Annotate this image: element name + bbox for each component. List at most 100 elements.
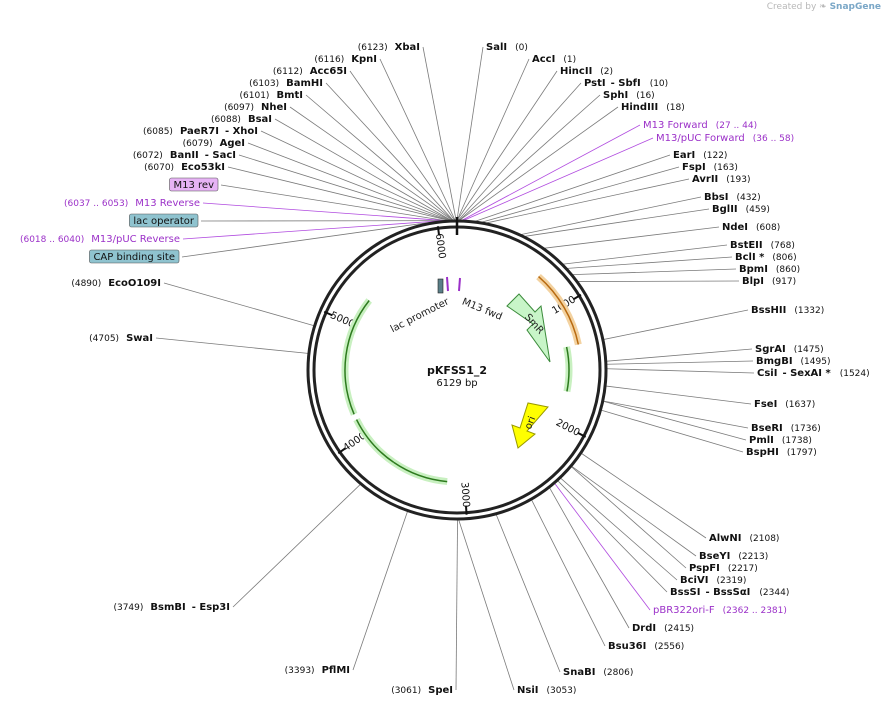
enzyme-site-snabi[interactable]: SnaBI(2806) bbox=[563, 667, 633, 678]
enzyme-site-bamhi[interactable]: BamHI(6103) bbox=[249, 78, 323, 89]
enzyme-site-pspfi[interactable]: PspFI(2217) bbox=[689, 563, 758, 574]
site-name: Acc65I bbox=[310, 66, 347, 77]
enzyme-site-nhei[interactable]: NheI(6097) bbox=[224, 102, 287, 113]
enzyme-site-bglii[interactable]: BglII(459) bbox=[712, 204, 770, 215]
lac-promoter-marker[interactable] bbox=[437, 278, 444, 294]
enzyme-site-bmgbi[interactable]: BmgBI(1495) bbox=[756, 356, 830, 367]
enzyme-site-psti[interactable]: PstI- SbfI(10) bbox=[584, 78, 668, 89]
enzyme-site-m13-rev[interactable]: M13 rev bbox=[169, 177, 219, 192]
leader-line-bmgbi bbox=[606, 360, 754, 365]
enzyme-site-pbr322ori-f[interactable]: pBR322ori-F(2362 .. 2381) bbox=[653, 605, 787, 616]
enzyme-site-bseri[interactable]: BseRI(1736) bbox=[751, 423, 821, 434]
enzyme-site-kpni[interactable]: KpnI(6116) bbox=[314, 54, 377, 65]
tick-3000 bbox=[464, 505, 468, 515]
site-name: DrdI bbox=[632, 623, 656, 634]
enzyme-site-eari[interactable]: EarI(122) bbox=[673, 150, 727, 161]
site-extra: - SexAI * bbox=[782, 368, 831, 379]
leader-line-pflmi bbox=[352, 511, 408, 671]
leader-line-m13-reverse bbox=[202, 202, 445, 221]
site-name: AlwNI bbox=[709, 533, 742, 544]
site-name: SgrAI bbox=[755, 344, 786, 355]
enzyme-site-blpi[interactable]: BlpI(917) bbox=[742, 276, 796, 287]
enzyme-site-xbai[interactable]: XbaI(6123) bbox=[358, 42, 420, 53]
site-position: (1637) bbox=[785, 400, 815, 410]
ori-arrow[interactable] bbox=[511, 402, 549, 449]
enzyme-site-acci[interactable]: AccI(1) bbox=[532, 54, 576, 65]
leader-line-m13-puc-forward bbox=[464, 137, 654, 221]
green-arrow-3 bbox=[355, 419, 395, 464]
enzyme-site-m13-reverse[interactable]: M13 Reverse(6037 .. 6053) bbox=[64, 198, 200, 209]
enzyme-site-acc65i[interactable]: Acc65I(6112) bbox=[273, 66, 347, 77]
enzyme-site-cap-binding-site[interactable]: CAP binding site bbox=[89, 249, 180, 264]
enzyme-site-drdi[interactable]: DrdI(2415) bbox=[632, 623, 694, 634]
enzyme-site-m13-puc-forward[interactable]: M13/pUC Forward(36 .. 58) bbox=[656, 133, 794, 144]
site-position: (163) bbox=[714, 163, 738, 173]
site-position: (768) bbox=[771, 241, 795, 251]
enzyme-site-ndei[interactable]: NdeI(608) bbox=[722, 222, 780, 233]
enzyme-site-agei[interactable]: AgeI(6079) bbox=[183, 138, 245, 149]
enzyme-site-bsshii[interactable]: BssHII(1332) bbox=[751, 305, 824, 316]
site-name: M13/pUC Forward bbox=[656, 133, 745, 144]
enzyme-site-sphi[interactable]: SphI(16) bbox=[603, 90, 655, 101]
enzyme-site-sali[interactable]: SalI(0) bbox=[486, 42, 528, 53]
site-name: AgeI bbox=[220, 138, 245, 149]
enzyme-site-bmti[interactable]: BmtI(6101) bbox=[240, 90, 303, 101]
enzyme-site-avrii[interactable]: AvrII(193) bbox=[692, 174, 750, 185]
site-position: (2319) bbox=[716, 576, 746, 586]
site-position: (2217) bbox=[728, 564, 758, 574]
site-position: (1524) bbox=[840, 369, 870, 379]
leader-line-pspfi bbox=[571, 466, 687, 569]
enzyme-site-bsphi[interactable]: BspHI(1797) bbox=[746, 447, 817, 458]
site-name: BsmBI bbox=[150, 602, 185, 613]
leader-line-bcivi bbox=[560, 477, 678, 581]
enzyme-site-fspi[interactable]: FspI(163) bbox=[682, 162, 738, 173]
leader-line-bcli bbox=[567, 256, 733, 269]
enzyme-site-spei[interactable]: SpeI(3061) bbox=[391, 685, 453, 696]
site-name: BmtI bbox=[276, 90, 303, 101]
enzyme-site-eco53ki[interactable]: Eco53kI(6070) bbox=[144, 162, 225, 173]
leader-line-bsu36i bbox=[531, 499, 606, 647]
leader-line-nhei bbox=[289, 106, 453, 221]
enzyme-site-bsteii[interactable]: BstEII(768) bbox=[730, 240, 795, 251]
green-arrow-4 bbox=[344, 300, 370, 415]
enzyme-site-ecoo109i[interactable]: EcoO109I(4890) bbox=[71, 278, 161, 289]
enzyme-site-bpmi[interactable]: BpmI(860) bbox=[739, 264, 800, 275]
site-name: BseYI bbox=[699, 551, 730, 562]
enzyme-site-bsai[interactable]: BsaI(6088) bbox=[211, 114, 272, 125]
site-position: (6037 .. 6053) bbox=[64, 199, 128, 209]
enzyme-site-sgrai[interactable]: SgrAI(1475) bbox=[755, 344, 824, 355]
enzyme-leader-lines bbox=[155, 46, 755, 691]
enzyme-site-m13-puc-reverse[interactable]: M13/pUC Reverse(6018 .. 6040) bbox=[20, 234, 180, 245]
site-name: M13/pUC Reverse bbox=[91, 234, 180, 245]
enzyme-site-bsssi[interactable]: BssSI- BssSαI(2344) bbox=[670, 587, 789, 598]
enzyme-site-fsei[interactable]: FseI(1637) bbox=[754, 399, 815, 410]
site-position: (432) bbox=[736, 193, 760, 203]
enzyme-site-m13-forward[interactable]: M13 Forward(27 .. 44) bbox=[643, 120, 757, 131]
enzyme-site-lac-operator[interactable]: lac operator bbox=[129, 213, 199, 228]
site-position: (1797) bbox=[787, 448, 817, 458]
enzyme-site-pflmi[interactable]: PflMI(3393) bbox=[285, 665, 350, 676]
site-name: BlpI bbox=[742, 276, 764, 287]
enzyme-site-bbsi[interactable]: BbsI(432) bbox=[704, 192, 761, 203]
enzyme-site-hindiii[interactable]: HindIII(18) bbox=[621, 102, 685, 113]
enzyme-site-bseyi[interactable]: BseYI(2213) bbox=[699, 551, 768, 562]
plasmid-center-label: pKFSS1_2 6129 bp bbox=[427, 364, 487, 389]
enzyme-site-csii[interactable]: CsiI - SexAI * (1524) bbox=[757, 368, 870, 379]
smr-arrow[interactable] bbox=[506, 293, 551, 363]
site-name: AccI bbox=[532, 54, 555, 65]
enzyme-site-bsu36i[interactable]: Bsu36I(2556) bbox=[608, 641, 684, 652]
enzyme-site-hincii[interactable]: HincII(2) bbox=[560, 66, 613, 77]
enzyme-site-alwni[interactable]: AlwNI(2108) bbox=[709, 533, 779, 544]
leader-line-bseyi bbox=[571, 466, 697, 557]
site-position: (3749) bbox=[113, 603, 143, 613]
site-name: NdeI bbox=[722, 222, 748, 233]
enzyme-site-bcivi[interactable]: BciVI(2319) bbox=[680, 575, 746, 586]
enzyme-site-pmli[interactable]: PmlI(1738) bbox=[749, 435, 812, 446]
enzyme-site-swai[interactable]: SwaI(4705) bbox=[89, 333, 153, 344]
site-name: CsiI bbox=[757, 368, 777, 379]
enzyme-site-bcli[interactable]: BclI *(806) bbox=[735, 252, 797, 263]
enzyme-site-nsii[interactable]: NsiI(3053) bbox=[517, 685, 576, 696]
